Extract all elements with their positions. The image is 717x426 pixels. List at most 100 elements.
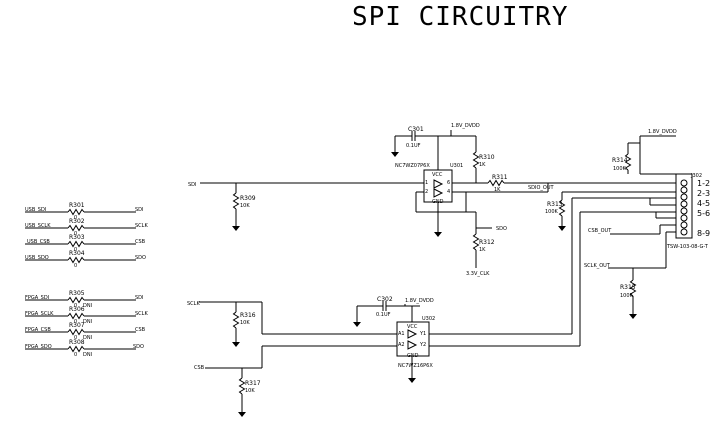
- ref-c301: C301: [408, 126, 424, 133]
- u302-section: C302 0.1UF 1.8V_DVDD U302 NC7WZ16P6X VCC…: [187, 197, 656, 418]
- connector-j302: 1.8V_DVDD R314 100K J302 TSW-103-08-G-T …: [562, 129, 710, 320]
- ref-r306: R306: [69, 306, 85, 313]
- value-r313: 100K: [545, 209, 559, 215]
- out-label-fpga-csb: CSB: [135, 327, 146, 333]
- dni-r307: DNI: [83, 335, 92, 341]
- jumper-label-1-2: 1-2: [697, 179, 710, 188]
- header-pins: [680, 179, 688, 236]
- dni-r308: DNI: [83, 352, 92, 358]
- ref-r310: R310: [479, 154, 495, 161]
- value-r316: 10K: [240, 320, 250, 326]
- gnd-u302: GND: [407, 353, 419, 359]
- value-r315: 100K: [620, 293, 634, 299]
- out-label-sdo: SDO: [135, 255, 146, 261]
- net-label-sdio-out: SDIO_OUT: [528, 185, 555, 191]
- net-label-usb-sdi: USB_SDI: [25, 207, 46, 213]
- dni-r306: DNI: [83, 319, 92, 325]
- net-label-sdo-mid: SDO: [496, 226, 507, 232]
- ref-r312: R312: [479, 239, 495, 246]
- resistor-r305: FPGA_SDI R305 0 DNI SDI: [25, 290, 144, 309]
- vcc-u302: VCC: [407, 324, 418, 330]
- value-r312: 1K: [479, 247, 486, 253]
- ref-r311: R311: [492, 174, 508, 181]
- net-label-usb-sdo: USB_SDO: [25, 255, 49, 261]
- pin-u301-1: 1: [425, 180, 428, 186]
- ref-r315: R315: [620, 284, 636, 291]
- supply-u302: 1.8V_DVDD: [405, 298, 434, 304]
- page-title: SPI CIRCUITRY: [352, 2, 569, 32]
- resistor-r307: FPGA_CSB R307 0 DNI CSB: [25, 322, 146, 341]
- value-r303: 0: [74, 247, 77, 253]
- ref-r303: R303: [69, 234, 85, 241]
- dni-r305: DNI: [83, 303, 92, 309]
- ref-r301: R301: [69, 202, 85, 209]
- resistor-r302: USB_SCLK R302 0 SCLK: [25, 218, 148, 237]
- ref-u301: U301: [450, 163, 463, 169]
- pin-u301-2: 2: [425, 189, 428, 195]
- net-label-sclk-in: SCLK: [187, 301, 200, 307]
- out-label-sclk: SCLK: [135, 223, 148, 229]
- net-label-fpga-csb: FPGA_CSB: [25, 327, 51, 333]
- net-label-sdi-in: SDI: [188, 182, 197, 188]
- ref-r305: R305: [69, 290, 85, 297]
- resistor-r306: FPGA_SCLK R306 0 DNI SCLK: [25, 306, 148, 325]
- net-label-usb-sclk: USB_SCLK: [25, 223, 51, 229]
- value-r306: 0: [74, 319, 77, 325]
- out-label-fpga-sclk: SCLK: [135, 311, 148, 317]
- value-r302: 0: [74, 231, 77, 237]
- value-r310: 1K: [479, 162, 486, 168]
- net-label-csb-out: CSB_OUT: [588, 228, 612, 234]
- net-label-usb-csb: USB_CSB: [27, 239, 50, 245]
- jumper-label-4-5: 4-5: [697, 199, 710, 208]
- part-u302: NC7WZ16P6X: [398, 363, 433, 369]
- value-c301: 0.1UF: [406, 143, 421, 149]
- net-label-sclk-out: SCLK_OUT: [584, 263, 611, 269]
- pin-u301-4: 4: [447, 189, 450, 195]
- net-label-csb-in: CSB: [194, 365, 205, 371]
- resistor-r308: FPGA_SDO R308 0 DNI SDO: [25, 339, 144, 358]
- ref-j302: J302: [690, 173, 702, 179]
- value-r308: 0: [74, 352, 77, 358]
- ref-r313: R313: [547, 201, 563, 208]
- ref-r316: R316: [240, 312, 256, 319]
- supply-j302: 1.8V_DVDD: [648, 129, 677, 135]
- u301-section: C301 0.1UF 1.8V_DVDD U301 NC7WZ07P6X VCC…: [188, 123, 676, 277]
- net-label-fpga-sclk: FPGA_SCLK: [25, 311, 54, 317]
- ref-r304: R304: [69, 250, 85, 257]
- resistor-r304: USB_SDO R304 0 SDO: [25, 250, 146, 269]
- ic-u302: [396, 321, 430, 357]
- value-r311: 1K: [494, 187, 501, 193]
- value-r305: 0: [74, 303, 77, 309]
- resistor-bank: USB_SDI R301 0 SDI USB_SCLK R302 0 SCLK …: [25, 202, 148, 358]
- ref-r314: R314: [612, 157, 628, 164]
- ref-r308: R308: [69, 339, 85, 346]
- part-j302: TSW-103-08-G-T: [666, 244, 709, 250]
- out-label-fpga-sdi: SDI: [135, 295, 144, 301]
- value-r314: 100K: [613, 166, 627, 172]
- jumper-label-8-9: 8-9: [697, 229, 710, 238]
- pin-u302-y1: Y1: [419, 331, 426, 337]
- value-r317: 10K: [245, 388, 255, 394]
- ref-c302: C302: [377, 296, 393, 303]
- value-r304: 0: [74, 263, 77, 269]
- ref-r309: R309: [240, 195, 256, 202]
- ref-r307: R307: [69, 322, 85, 329]
- jumper-label-2-3: 2-3: [697, 189, 710, 198]
- resistor-r303: USB_CSB R303 0 CSB: [25, 234, 146, 253]
- pin-u302-a1: A1: [398, 331, 405, 337]
- value-r301: 0: [74, 215, 77, 221]
- value-r309: 10K: [240, 203, 250, 209]
- out-label-csb: CSB: [135, 239, 146, 245]
- out-label-sdi: SDI: [135, 207, 144, 213]
- value-c302: 0.1UF: [376, 312, 391, 318]
- ref-r317: R317: [245, 380, 261, 387]
- ref-u302: U302: [422, 316, 435, 322]
- header-body: [675, 173, 693, 239]
- part-u301: NC7WZ07P6X: [395, 163, 430, 169]
- net-label-fpga-sdo: FPGA_SDO: [25, 344, 52, 350]
- vcc-u301: VCC: [432, 172, 443, 178]
- ref-r302: R302: [69, 218, 85, 225]
- net-label-3v3-clk: 3.3V_CLK: [466, 271, 490, 277]
- supply-u301: 1.8V_DVDD: [451, 123, 480, 129]
